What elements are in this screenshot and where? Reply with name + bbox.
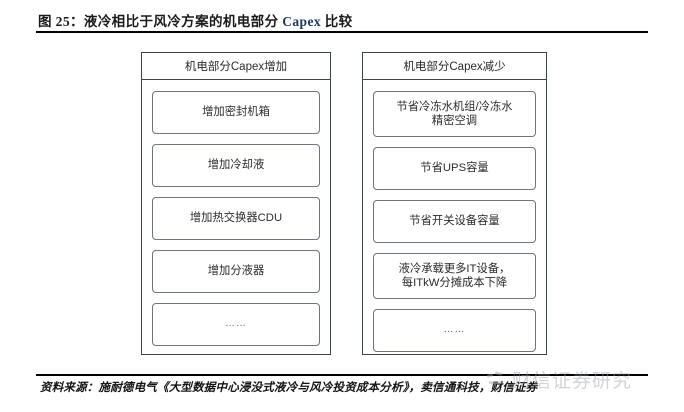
capex-increase-header: 机电部分Capex增加 bbox=[142, 53, 330, 80]
capex-decrease-item-3: 液冷承载更多IT设备， 每ITkW分摊成本下降 bbox=[373, 253, 536, 299]
capex-decrease-item-1: 节省UPS容量 bbox=[373, 147, 536, 190]
figure-title-accent: Capex bbox=[282, 14, 321, 29]
figure-label: 图 25： bbox=[38, 14, 84, 29]
capex-decrease-item-ellipsis: …… bbox=[373, 309, 536, 352]
figure-title-after: 比较 bbox=[321, 14, 353, 29]
figure-title: 图 25：液冷相比于风冷方案的机电部分 Capex 比较 bbox=[38, 10, 353, 30]
capex-increase-column: 机电部分Capex增加 增加密封机箱 增加冷却液 增加热交换器CDU 增加分液器… bbox=[141, 52, 331, 355]
figure-title-before: 液冷相比于风冷方案的机电部分 bbox=[83, 14, 283, 29]
capex-increase-item-3: 增加分液器 bbox=[152, 250, 320, 293]
capex-increase-item-2: 增加热交换器CDU bbox=[152, 197, 320, 240]
capex-increase-item-0: 增加密封机箱 bbox=[152, 91, 320, 134]
capex-decrease-header: 机电部分Capex减少 bbox=[363, 53, 546, 80]
title-divider-top bbox=[36, 31, 648, 34]
capex-decrease-item-2: 节省开关设备容量 bbox=[373, 200, 536, 243]
footer-divider bbox=[36, 374, 648, 377]
capex-decrease-item-0: 节省冷冻水机组/冷冻水 精密空调 bbox=[373, 91, 536, 137]
capex-decrease-column: 机电部分Capex减少 节省冷冻水机组/冷冻水 精密空调 节省UPS容量 节省开… bbox=[362, 52, 547, 355]
capex-increase-item-1: 增加冷却液 bbox=[152, 144, 320, 187]
source-note: 资料来源：施耐德电气《大型数据中心浸没式液冷与风冷投资成本分析》，卖信通科技，财… bbox=[40, 382, 538, 394]
capex-increase-items: 增加密封机箱 增加冷却液 增加热交换器CDU 增加分液器 …… bbox=[142, 80, 330, 346]
capex-decrease-items: 节省冷冻水机组/冷冻水 精密空调 节省UPS容量 节省开关设备容量 液冷承载更多… bbox=[363, 80, 546, 352]
capex-increase-item-ellipsis: …… bbox=[152, 303, 320, 346]
